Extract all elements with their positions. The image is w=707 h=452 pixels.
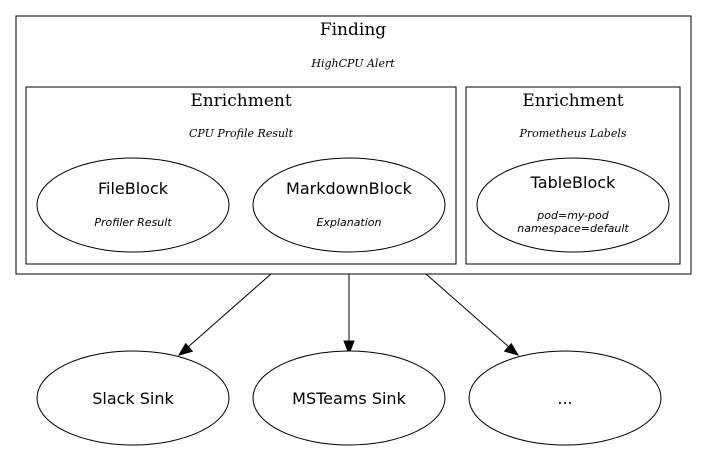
edge-to-more-sinks xyxy=(425,273,520,356)
msteams-sink-node: MSTeams Sink xyxy=(252,350,446,446)
markdown-block-title: MarkdownBlock xyxy=(286,179,413,198)
finding-subtitle: HighCPU Alert xyxy=(310,57,395,70)
finding-box xyxy=(15,15,692,275)
table-block-node: TableBlock pod=my-pod namespace=default xyxy=(476,157,670,253)
enrichment-box xyxy=(25,86,457,265)
file-block-title: FileBlock xyxy=(98,179,169,198)
markdown-block-node: MarkdownBlock Explanation xyxy=(252,157,446,253)
enrichment-subtitle: Prometheus Labels xyxy=(518,127,626,140)
more-sinks-label: ... xyxy=(557,389,572,408)
edge-to-slack-sink xyxy=(177,273,272,356)
markdown-block-detail: Explanation xyxy=(316,216,381,229)
enrichment-title: Enrichment xyxy=(190,91,292,111)
enrichment-cluster-prometheus-labels: Enrichment Prometheus Labels TableBlock … xyxy=(465,86,681,265)
finding-title: Finding xyxy=(320,20,386,40)
file-block-detail: Profiler Result xyxy=(94,216,172,229)
enrichment-title: Enrichment xyxy=(522,91,624,111)
finding-cluster: Finding HighCPU Alert xyxy=(15,15,692,275)
table-block-detail-line: namespace=default xyxy=(517,222,629,235)
more-sinks-node: ... xyxy=(468,350,662,446)
enrichment-subtitle: CPU Profile Result xyxy=(189,127,294,140)
edge-to-msteams-sink xyxy=(343,274,355,356)
msteams-sink-label: MSTeams Sink xyxy=(292,389,406,408)
file-block-node: FileBlock Profiler Result xyxy=(36,157,230,253)
slack-sink-node: Slack Sink xyxy=(36,350,230,446)
enrichment-cluster-cpu-profile: Enrichment CPU Profile Result FileBlock … xyxy=(25,86,457,265)
table-block-detail-line: pod=my-pod xyxy=(536,209,609,222)
edges xyxy=(177,273,520,356)
slack-sink-label: Slack Sink xyxy=(92,389,174,408)
table-block-title: TableBlock xyxy=(530,173,616,192)
enrichment-box xyxy=(465,86,681,265)
